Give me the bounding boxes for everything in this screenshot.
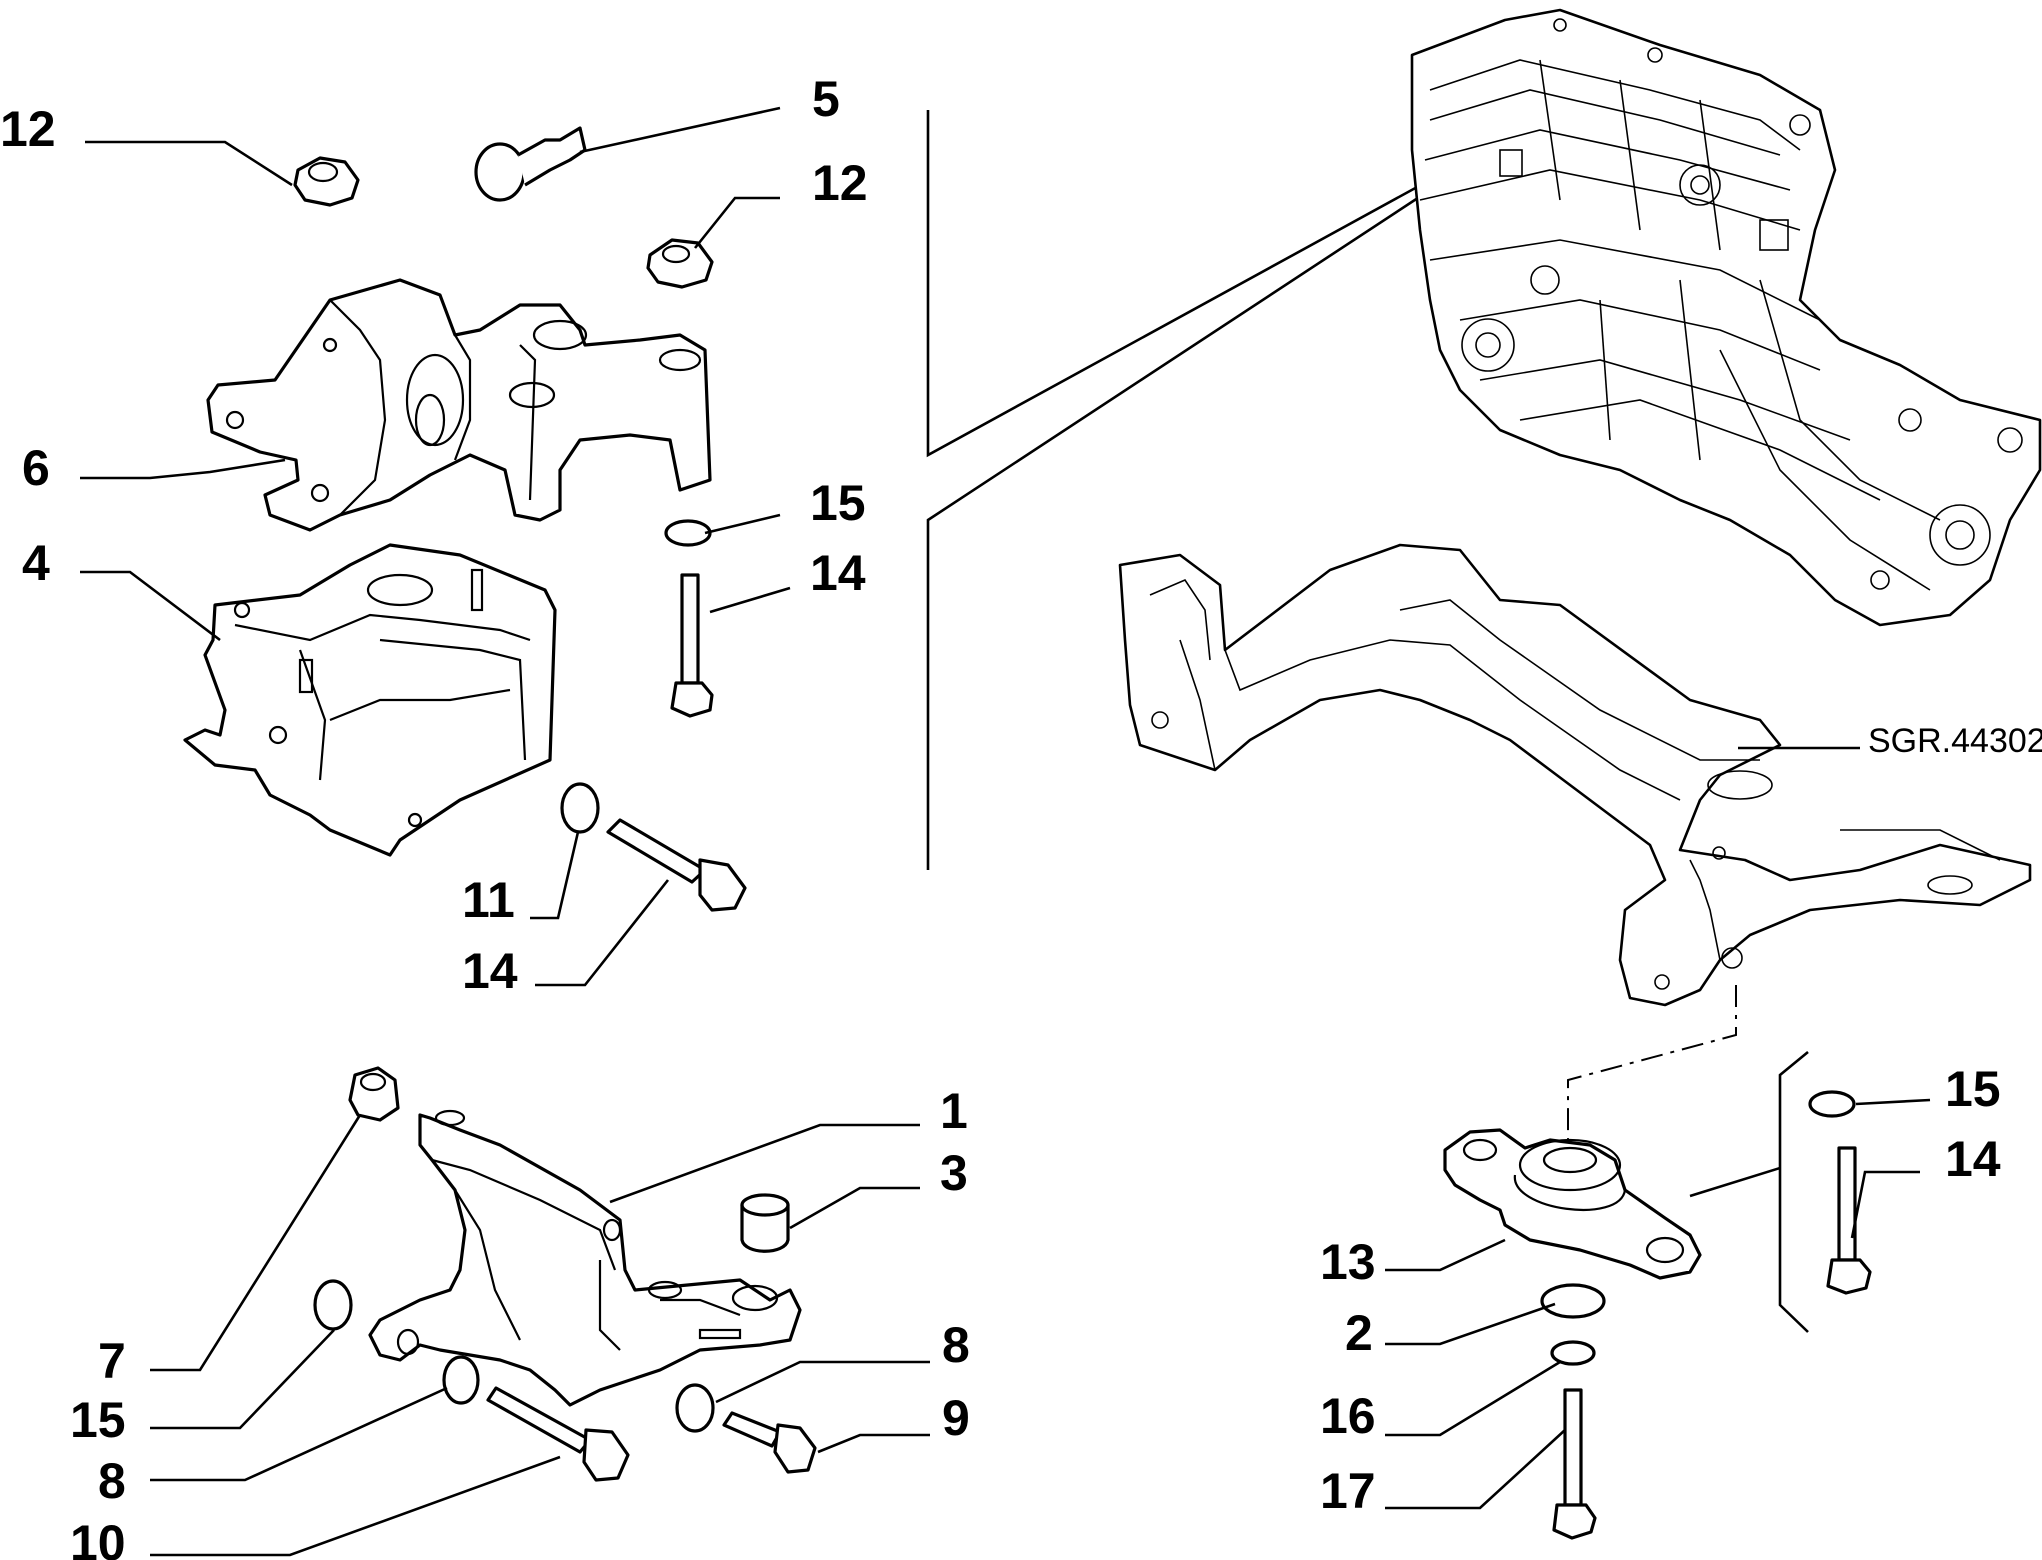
washer-15-middle [664,519,712,547]
bolt-14-right [1826,1146,1872,1295]
lower-mount-bracket [368,1109,802,1407]
callout-17: 17 [1320,1463,1376,1519]
rubber-mount-13 [1443,1128,1702,1280]
callout-12: 12 [0,101,56,157]
callout-15-right: 15 [1945,1061,2001,1117]
engine-mount-housing [183,543,557,857]
nut-12-right [646,238,714,289]
upper-engine-mount-bracket [206,278,712,532]
callout-labels: 12 5 12 6 15 4 14 11 14 1 3 7 15 8 8 9 1… [0,71,2042,1560]
callout-3: 3 [940,1145,968,1201]
callout-15-lower: 15 [70,1392,126,1448]
spacer-3 [740,1193,790,1253]
callout-4: 4 [22,535,50,591]
engine-gearbox-assembly [1410,8,2042,627]
callout-14-right: 14 [1945,1131,2001,1187]
washer-2 [1540,1283,1606,1319]
bolt-17 [1552,1388,1597,1540]
drawing-reference-code: SGR.44302 [1868,722,2042,760]
washer-15-right [1808,1090,1856,1118]
callout-8-left: 8 [98,1453,126,1509]
washer-8-left [442,1355,480,1405]
leader-lines [80,106,1931,1557]
callout-9: 9 [942,1390,970,1446]
callout-1: 1 [940,1083,968,1139]
callout-14: 14 [810,545,866,601]
callout-13: 13 [1320,1234,1376,1290]
callout-6: 6 [22,440,50,496]
callout-2: 2 [1345,1305,1373,1361]
centerline-dashed [1567,985,1737,1142]
washer-15-lower [313,1279,353,1331]
callout-5: 5 [812,71,840,127]
push-clip-5 [474,126,587,202]
washer-8-right [675,1383,715,1433]
bolt-14-lower [606,818,747,912]
washer-11 [560,782,600,834]
bolt-14-middle [670,573,714,718]
callout-10: 10 [70,1515,126,1560]
callout-16: 16 [1320,1388,1376,1444]
callout-7: 7 [98,1333,126,1389]
callout-8-right: 8 [942,1317,970,1373]
callout-11: 11 [462,872,515,928]
washer-16 [1550,1340,1596,1366]
nut-7 [348,1066,400,1122]
bolt-9 [722,1411,817,1474]
callout-14-lower: 14 [462,943,518,999]
bolt-10 [486,1386,630,1482]
subframe-crossmember [1118,543,2032,1007]
group-divider-lines [926,110,1809,1333]
callout-12-right: 12 [812,155,868,211]
callout-15: 15 [810,475,866,531]
nut-12-top [293,156,360,207]
